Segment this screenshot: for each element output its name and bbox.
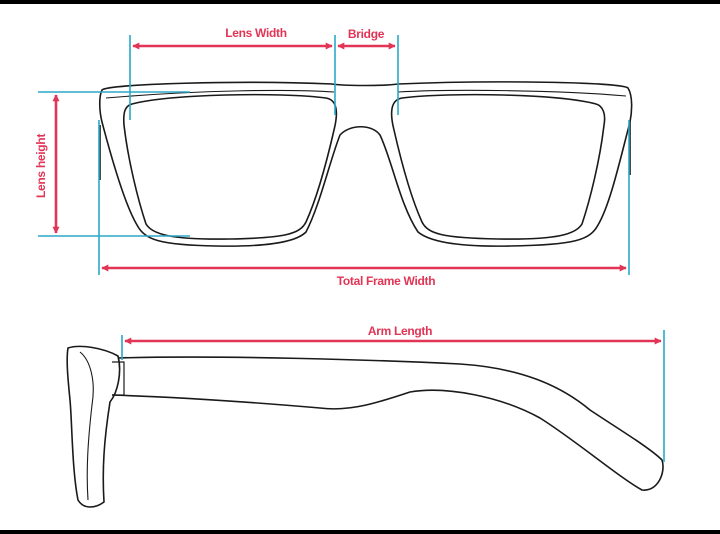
total-frame-width-label: Total Frame Width [337, 274, 436, 288]
temple-arm [111, 356, 664, 491]
front-rim-profile [66, 345, 121, 508]
frame-side-view [66, 345, 664, 508]
left-lens-rim [122, 93, 338, 240]
lens-width-label: Lens Width [225, 26, 287, 40]
lens-height-label: Lens height [34, 134, 48, 198]
front-rim-inner-line [79, 351, 94, 501]
guide-lines [38, 35, 665, 462]
bridge-label: Bridge [348, 27, 385, 41]
frame-outer-outline [98, 81, 633, 247]
arm-length-label: Arm Length [368, 324, 432, 338]
frame-top-bevel [105, 89, 627, 99]
frame-front-view [98, 81, 633, 247]
right-lens-rim [390, 93, 606, 240]
hinge-joint [112, 361, 125, 396]
dimension-labels: Lens Width Bridge Lens height Total Fram… [34, 26, 436, 338]
dimension-arrows [52, 42, 662, 345]
diagram-canvas: Lens Width Bridge Lens height Total Fram… [0, 4, 720, 530]
